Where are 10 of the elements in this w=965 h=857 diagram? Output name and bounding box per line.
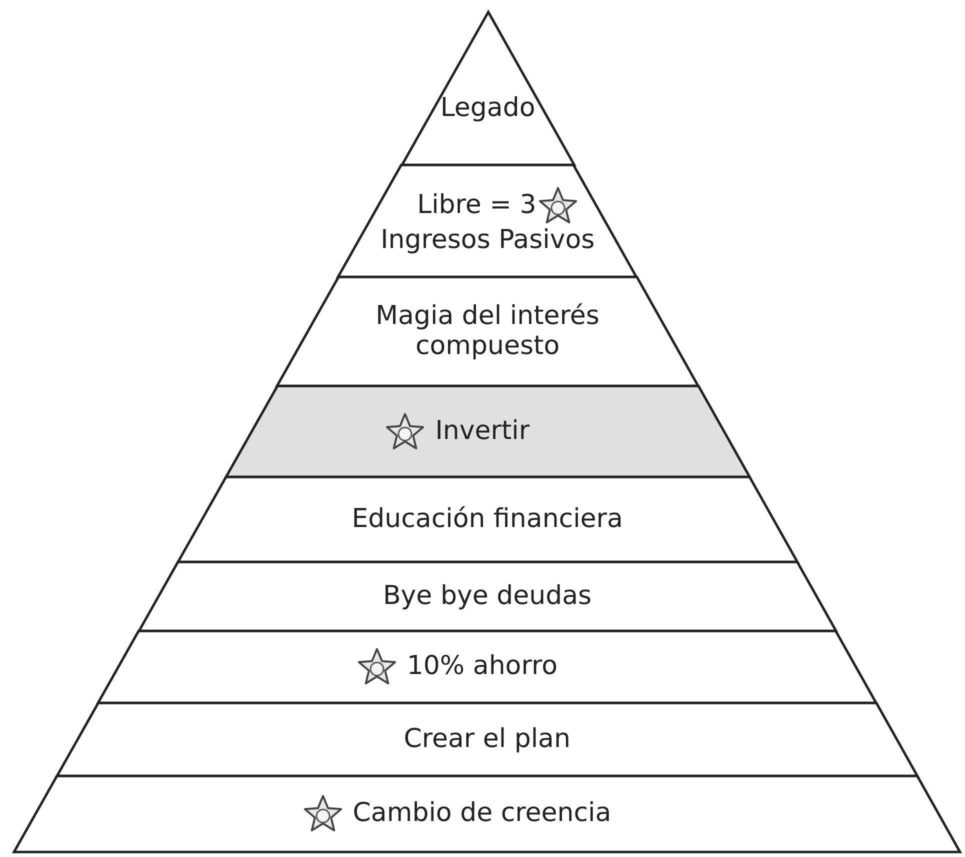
- tier-label: Libre = 3: [417, 191, 536, 221]
- tier-label: Magia del interés compuesto: [374, 302, 600, 362]
- tier-label: Crear el plan: [404, 724, 570, 754]
- tier-label: Legado: [440, 94, 536, 124]
- tier-label: Educación financiera: [352, 504, 623, 534]
- tier-label: Cambio de creencia: [352, 799, 612, 829]
- tier-label: 10% ahorro: [406, 652, 558, 682]
- tier-label: Invertir: [435, 416, 530, 446]
- tier-label: Ingresos Pasivos: [380, 226, 595, 256]
- tier-label: Bye bye deudas: [382, 582, 592, 612]
